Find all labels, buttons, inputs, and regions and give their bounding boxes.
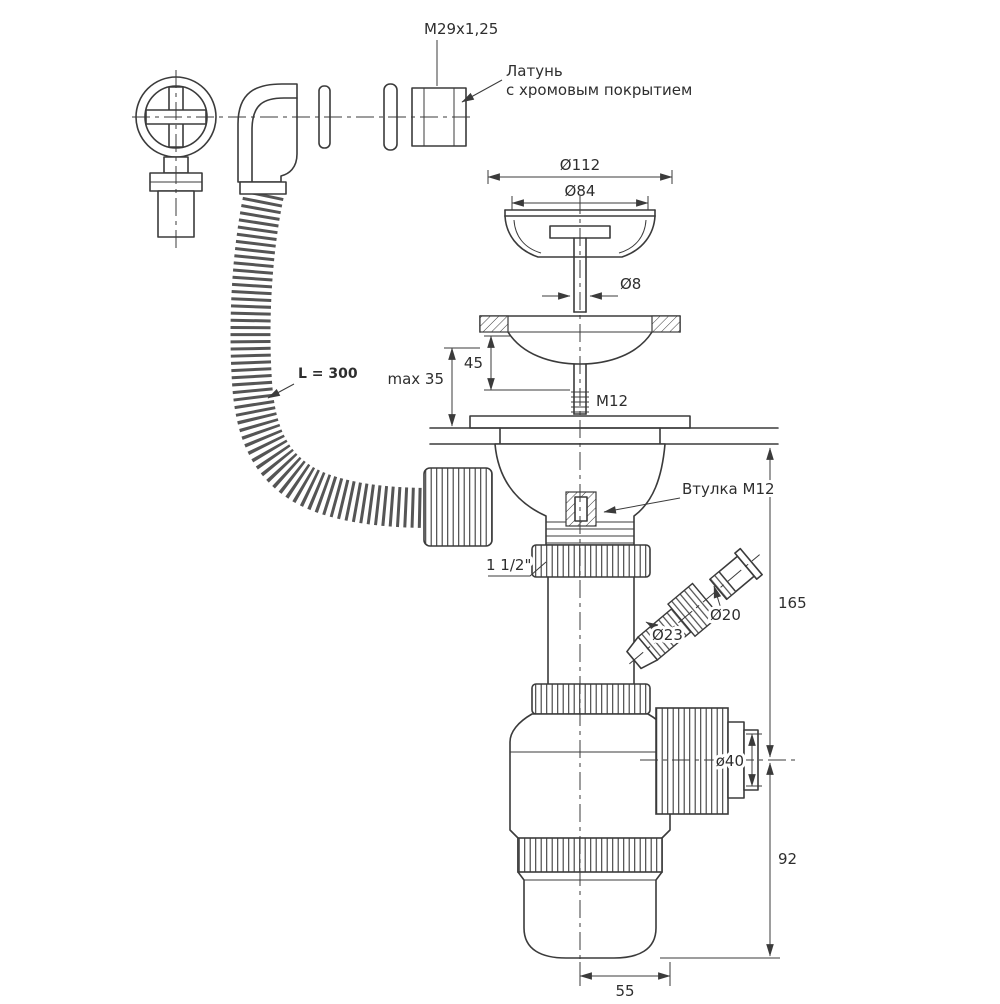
union-nut-upper — [531, 544, 651, 578]
label-dim45: 45 — [464, 354, 483, 372]
label-dia84: Ø84 — [565, 182, 596, 200]
label-thread-bottom: 1 1/2" — [486, 556, 531, 574]
vertical-pipe — [547, 576, 635, 685]
label-dia40: ø40 — [716, 752, 744, 770]
label-dia112: Ø112 — [560, 156, 600, 174]
overflow-elbow — [237, 83, 298, 195]
label-dia8: Ø8 — [620, 275, 641, 293]
label-dim92: 92 — [778, 850, 797, 868]
bottle-trap-body — [509, 713, 671, 959]
label-thread-nut: M29x1,25 — [424, 20, 498, 38]
hose-union-nut — [423, 467, 493, 547]
centerlines — [132, 70, 796, 966]
label-material-2: с хромовым покрытием — [506, 81, 692, 99]
label-material-1: Латунь — [506, 62, 563, 80]
label-m12: M12 — [596, 392, 628, 410]
union-nut-lower — [531, 683, 651, 715]
label-dim55: 55 — [615, 982, 634, 1000]
labels: M29x1,25 Латунь с хромовым покрытием Ø11… — [295, 20, 807, 1000]
label-dia23: Ø23 — [652, 626, 683, 644]
label-bushing: Втулка M12 — [682, 480, 775, 498]
dimensions — [267, 40, 780, 986]
label-max35: max 35 — [387, 370, 444, 388]
label-dia20: Ø20 — [710, 606, 741, 624]
label-dim165: 165 — [778, 594, 807, 612]
label-hose-length: L = 300 — [298, 366, 358, 382]
